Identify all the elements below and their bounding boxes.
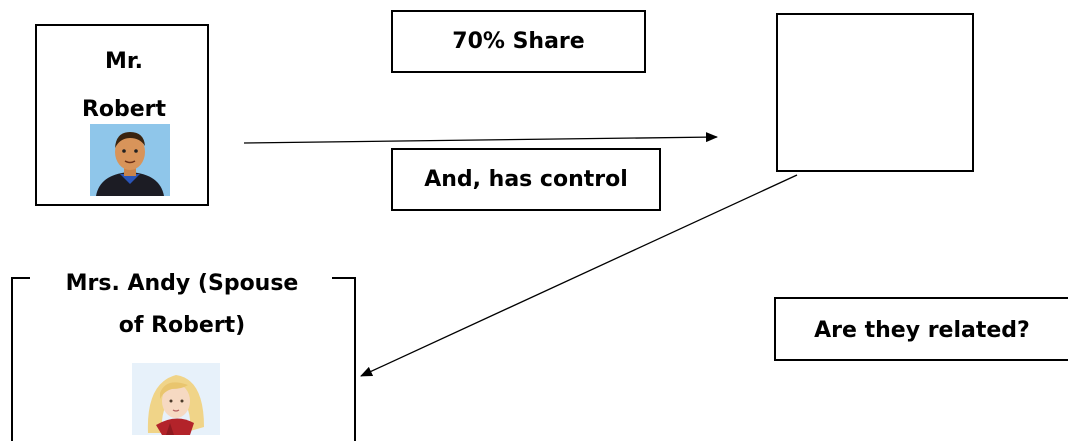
robert-title: Mr.: [105, 49, 143, 74]
andy-title: Mrs. Andy (Spouse: [65, 271, 299, 296]
robert-name: Robert: [81, 97, 167, 122]
pltd-node: P Ltd.: [776, 0, 974, 172]
robert-node: Mr. Robert: [35, 24, 209, 206]
arrow-pltd-to-andy: [360, 174, 798, 377]
andy-relation: of Robert): [118, 313, 246, 338]
share-label-box: 70% Share: [391, 10, 646, 73]
control-label-box: And, has control: [391, 148, 661, 211]
share-label: 70% Share: [452, 29, 585, 54]
question-box: Are they related?: [774, 297, 1068, 361]
question-label: Are they related?: [814, 318, 1030, 343]
arrow-robert-to-pltd: [243, 132, 718, 144]
man-avatar-icon: [90, 124, 170, 196]
pltd-label: P Ltd.: [778, 0, 972, 9]
woman-avatar-icon: [132, 363, 220, 435]
control-label: And, has control: [424, 167, 628, 192]
